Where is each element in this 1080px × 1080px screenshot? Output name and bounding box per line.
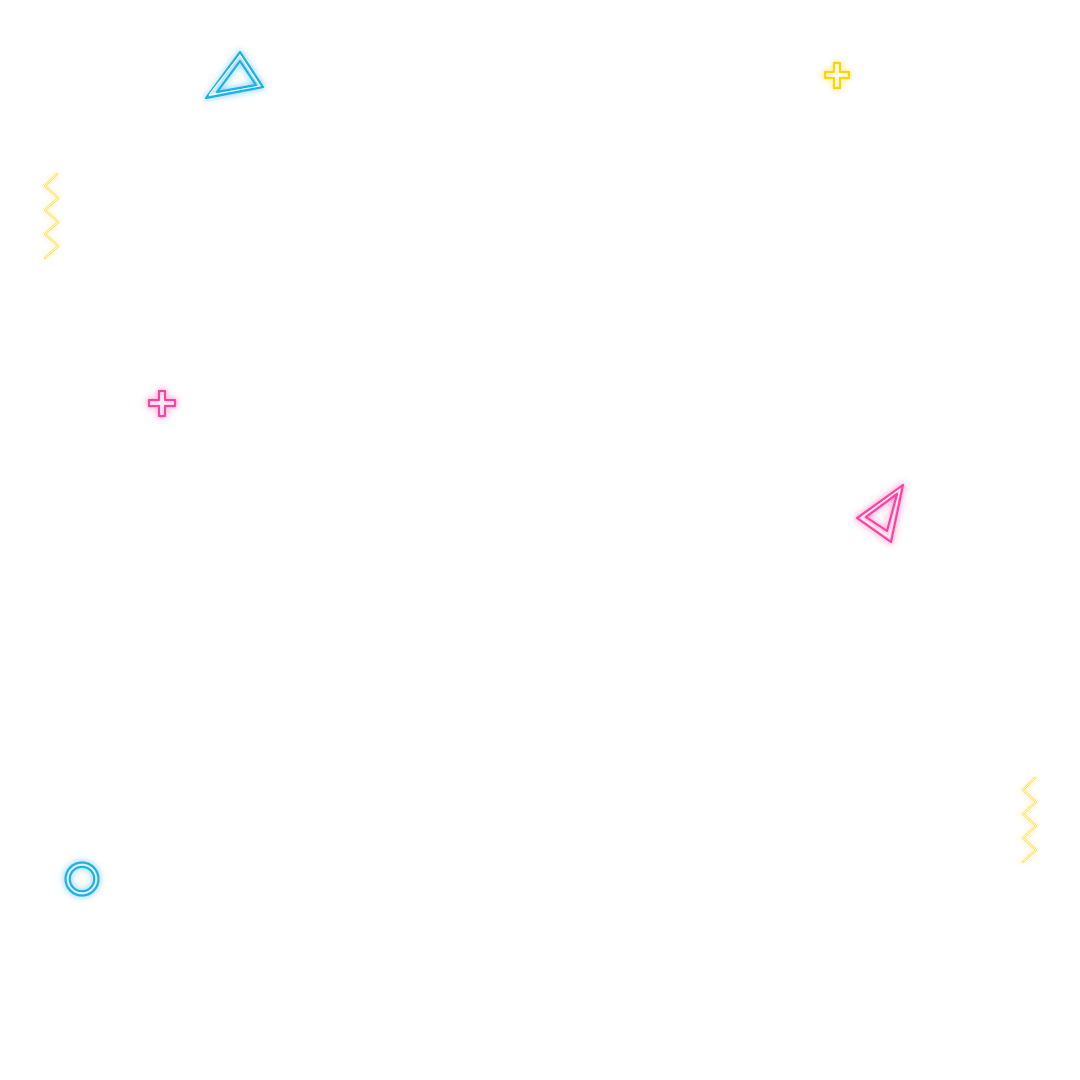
yellow-plus-outline: [823, 61, 851, 90]
blue-triangle-outline: [204, 50, 265, 100]
pink-plus-outline: [147, 389, 177, 418]
blue-circle-outline: [64, 861, 100, 897]
pink-triangle-outline: [855, 483, 905, 544]
yellow-zigzag-left: [43, 172, 60, 260]
yellow-zigzag-right: [1021, 776, 1038, 864]
